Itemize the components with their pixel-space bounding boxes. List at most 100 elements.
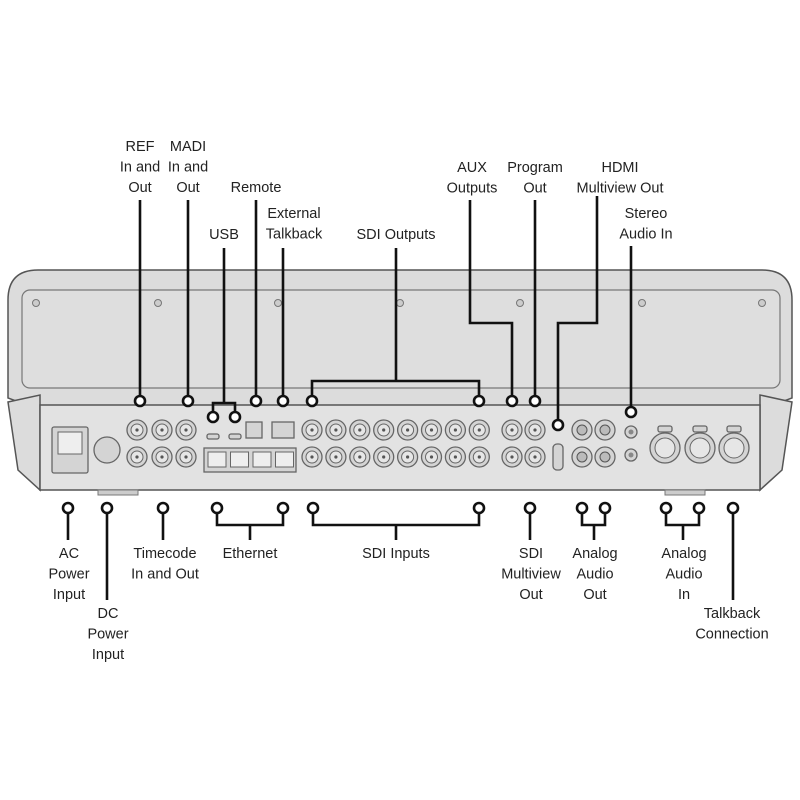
callout-label-sdi_mv: Multiview [501, 567, 561, 583]
sdi-output-connector-pin [358, 428, 362, 432]
callout-label-aux: AUX [457, 160, 487, 176]
callout-label-sdi_mv: Out [519, 587, 542, 603]
xlr-push-tab [692, 425, 708, 433]
sdi-output-connector-pin [406, 428, 410, 432]
callout-label-usb: USB [209, 227, 239, 243]
usb-port [206, 433, 220, 440]
bnc-connector-pin [510, 428, 514, 432]
callout-line [664, 508, 701, 540]
callout-marker [156, 501, 170, 515]
remote-port [245, 421, 263, 439]
callout-label-analog_in: In [678, 587, 690, 603]
callout-marker [575, 501, 589, 515]
callout-label-hdmi: HDMI [601, 160, 638, 176]
bnc-connector-pin [184, 455, 188, 459]
ethernet-port [275, 451, 294, 468]
callout-label-analog_in: Analog [661, 546, 706, 562]
callout-label-dc: DC [98, 606, 119, 622]
left-wing [7, 394, 41, 492]
callout-label-dc: Input [92, 647, 124, 663]
callout-marker [133, 394, 147, 408]
callout-line [580, 508, 607, 540]
callout-marker [528, 394, 542, 408]
callout-marker [624, 405, 638, 419]
callout-label-aux: Outputs [447, 181, 498, 197]
sdi-input-connector-pin [453, 455, 457, 459]
callout-label-program: Program [507, 160, 563, 176]
callout-label-program: Out [523, 181, 546, 197]
hood-inner-panel [21, 289, 781, 389]
sdi-output-connector-pin [382, 428, 386, 432]
hdmi-port [552, 443, 564, 471]
callout-label-ac: Power [48, 567, 89, 583]
sdi-input-connector-pin [382, 455, 386, 459]
callout-label-ac: AC [59, 546, 79, 562]
bnc-connector-pin [533, 428, 537, 432]
sdi-input-connector-pin [358, 455, 362, 459]
callout-line [468, 200, 514, 401]
callout-marker [523, 501, 537, 515]
callout-label-stereo: Audio In [619, 227, 672, 243]
callout-label-sdi_in: SDI Inputs [362, 546, 430, 562]
sdi-output-connector-pin [310, 428, 314, 432]
ethernet-port [207, 451, 227, 468]
device-foot [97, 489, 139, 496]
callout-label-timecode: In and Out [131, 567, 199, 583]
xlr-push-tab [657, 425, 673, 433]
dc-power-connector [93, 436, 121, 464]
screw [638, 299, 646, 307]
talkback-port [271, 421, 295, 439]
sdi-output-connector-pin [429, 428, 434, 432]
sdi-output-connector-pin [477, 428, 481, 432]
callout-label-madi: Out [176, 180, 199, 196]
xlr-inner [723, 437, 745, 459]
callout-marker [210, 501, 224, 515]
trs-jack-hole [576, 451, 588, 463]
bnc-connector-pin [510, 455, 514, 459]
ethernet-port [230, 451, 249, 468]
callout-label-madi: MADI [170, 139, 206, 155]
callout-line [556, 196, 599, 425]
right-wing [759, 394, 793, 492]
callout-marker [206, 410, 220, 424]
callout-marker [598, 501, 612, 515]
bnc-connector-pin [533, 455, 537, 459]
bnc-connector-pin [135, 428, 139, 432]
sdi-input-connector-pin [477, 455, 481, 459]
callout-marker [692, 501, 706, 515]
callout-label-stereo: Stereo [625, 206, 668, 222]
sdi-input-connector-pin [334, 455, 338, 459]
ethernet-port [252, 451, 272, 468]
bnc-connector-pin [160, 455, 164, 459]
device-foot [664, 489, 706, 496]
callout-line [211, 248, 237, 417]
callout-line [311, 508, 481, 540]
callout-line [215, 508, 285, 540]
callout-marker [659, 501, 673, 515]
trs-jack-hole [576, 424, 588, 436]
callout-label-talkback_conn: Talkback [704, 606, 761, 622]
callout-label-analog_in: Audio [665, 567, 702, 583]
xlr-inner [689, 437, 711, 459]
sdi-input-connector-pin [429, 455, 434, 459]
callout-label-sdi_out: SDI Outputs [357, 227, 436, 243]
callout-line [310, 248, 481, 401]
callout-label-analog_out: Audio [576, 567, 613, 583]
bnc-connector-pin [160, 428, 164, 432]
callout-label-ref: REF [126, 139, 155, 155]
callout-marker [276, 394, 290, 408]
callout-marker [249, 394, 263, 408]
callout-label-talkback_conn: Connection [695, 627, 768, 643]
screw [516, 299, 524, 307]
bnc-connector-pin [135, 455, 139, 459]
callout-marker [305, 394, 319, 408]
rca-jack-hole [628, 429, 634, 435]
callout-label-ethernet: Ethernet [223, 546, 278, 562]
callout-label-hdmi: Multiview Out [576, 181, 663, 197]
callout-marker [472, 501, 486, 515]
rca-jack-hole [628, 452, 634, 458]
callout-marker [61, 501, 75, 515]
callout-label-dc: Power [87, 627, 128, 643]
callout-marker [505, 394, 519, 408]
